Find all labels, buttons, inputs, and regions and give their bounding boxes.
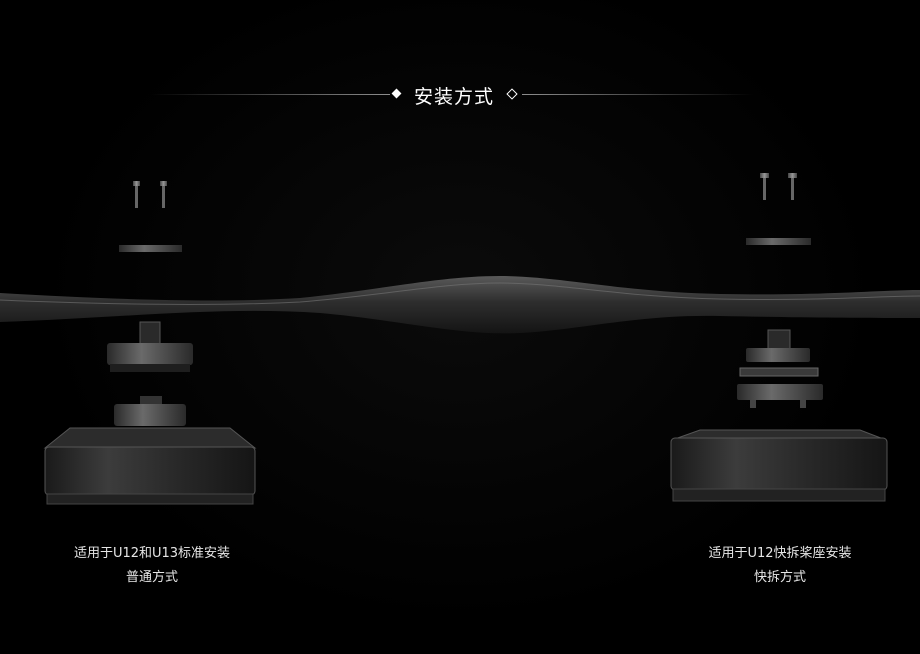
left-caption-line2: 普通方式 <box>125 570 178 585</box>
left-motor <box>43 396 257 505</box>
header-divider-left <box>150 94 390 95</box>
left-caption-line1: 适用于U12和U13标准安装 <box>73 546 231 561</box>
header-divider-right <box>522 94 754 95</box>
right-quick-release-mount <box>737 329 823 408</box>
section-header: 安装方式 <box>0 80 920 110</box>
left-screws <box>133 181 167 208</box>
right-screws <box>760 173 797 200</box>
right-caption-line2: 快拆方式 <box>753 570 806 585</box>
propeller-blade <box>0 276 920 334</box>
section-title: 安装方式 <box>414 86 495 108</box>
right-caption-line1: 适用于U12快拆桨座安装 <box>708 546 852 561</box>
right-washer-plate <box>746 238 811 245</box>
left-caption: 适用于U12和U13标准安装 普通方式 <box>2 542 302 590</box>
right-caption: 适用于U12快拆桨座安装 快拆方式 <box>630 542 920 590</box>
left-prop-adapter <box>107 321 193 372</box>
left-washer-plate <box>119 245 182 252</box>
right-motor <box>670 429 888 502</box>
